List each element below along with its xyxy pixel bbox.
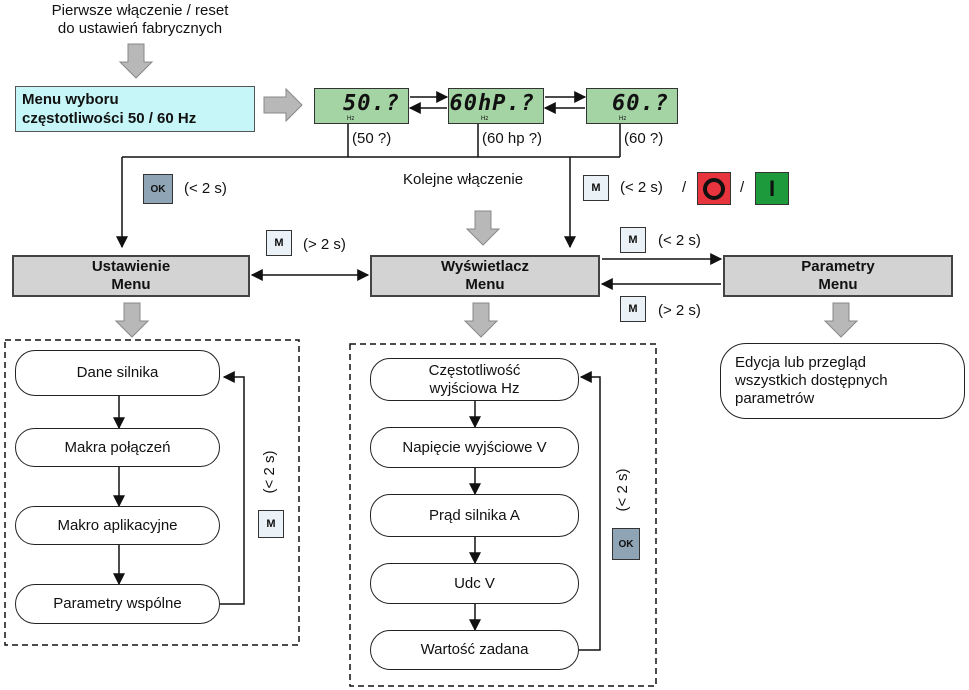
- ok-key-icon: OK: [143, 174, 173, 204]
- m-key-icon: M: [583, 175, 609, 201]
- ok-key-icon-loop: OK: [612, 528, 640, 560]
- note-next-power-on: Kolejne włączenie: [403, 171, 524, 188]
- display-60-hz: Hz: [619, 116, 627, 122]
- display-60hp-hz: Hz: [481, 116, 489, 122]
- loop-note-right: (< 2 s): [614, 468, 631, 512]
- top-note-line1: Pierwsze włączenie / reset: [51, 2, 229, 19]
- setup-item-connection-macros[interactable]: Makra połączeń: [15, 428, 220, 467]
- m-key-icon-loop: M: [258, 510, 284, 538]
- gray-arrow-display: [463, 302, 499, 338]
- stop-key-symbol: O: [703, 177, 725, 200]
- setup-menu-line2: Menu: [111, 276, 151, 293]
- params-note-line3: parametrów: [735, 390, 815, 407]
- display-item-output-freq-line2: wyjściowa Hz: [429, 379, 520, 397]
- gray-arrow-to-displays: [263, 87, 303, 123]
- display-60: 60.? Hz: [586, 88, 678, 124]
- note-m-gt2-a: (> 2 s): [303, 236, 346, 253]
- display-60hp-code: 60hP.?: [449, 91, 535, 116]
- gray-arrow-params: [823, 302, 859, 338]
- slash-1: /: [682, 179, 687, 196]
- gray-arrow-next: [465, 210, 501, 246]
- display-item-output-freq-line1: Częstotliwość: [428, 361, 521, 379]
- params-note-line1: Edycja lub przegląd: [735, 354, 866, 371]
- gray-arrow-top: [118, 43, 154, 79]
- setup-menu[interactable]: Ustawienie Menu: [12, 255, 250, 297]
- gray-arrow-setup: [114, 302, 150, 338]
- loop-note-left: (< 2 s): [261, 450, 278, 494]
- display-menu-line1: Wyświetlacz: [440, 258, 530, 275]
- m-key-icon-params-out: M: [620, 296, 646, 322]
- freq-menu-line2: częstotliwości 50 / 60 Hz: [22, 110, 197, 127]
- display-item-output-voltage[interactable]: Napięcie wyjściowe V: [370, 427, 579, 468]
- freq-select-menu: Menu wyboru częstotliwości 50 / 60 Hz: [15, 86, 255, 132]
- params-note: Edycja lub przegląd wszystkich dostępnyc…: [720, 343, 965, 419]
- m-key-icon-setup: M: [266, 230, 292, 256]
- params-menu-line2: Menu: [818, 276, 858, 293]
- display-menu[interactable]: Wyświetlacz Menu: [370, 255, 600, 297]
- note-m-gt2-b: (> 2 s): [658, 302, 701, 319]
- display-60-code: 60.?: [612, 91, 669, 116]
- note-m-lt2-a: (< 2 s): [620, 179, 663, 196]
- setup-item-application-macro[interactable]: Makro aplikacyjne: [15, 506, 220, 545]
- start-key-icon: I: [755, 172, 789, 205]
- display-item-udc[interactable]: Udc V: [370, 563, 579, 604]
- note-ok-lt2: (< 2 s): [184, 180, 227, 197]
- display-50: 50.? Hz: [314, 88, 409, 124]
- caption-50: (50 ?): [352, 130, 392, 147]
- params-note-line2: wszystkich dostępnych: [735, 372, 888, 389]
- display-frame: [349, 343, 657, 687]
- setup-item-motor-data[interactable]: Dane silnika: [15, 350, 220, 396]
- freq-menu-line1: Menu wyboru: [22, 91, 119, 108]
- display-loop: [579, 371, 601, 651]
- setup-item-common-params[interactable]: Parametry wspólne: [15, 584, 220, 624]
- setup-menu-line1: Ustawienie: [91, 258, 171, 275]
- note-m-lt2-b: (< 2 s): [658, 232, 701, 249]
- params-menu[interactable]: Parametry Menu: [723, 255, 953, 297]
- display-item-output-freq[interactable]: Częstotliwość wyjściowa Hz: [370, 358, 579, 401]
- stop-key-icon: O: [697, 172, 731, 205]
- params-menu-line1: Parametry: [801, 258, 875, 275]
- display-50-hz: Hz: [347, 116, 355, 122]
- display-60hp: 60hP.? Hz: [448, 88, 544, 124]
- slash-2: /: [740, 179, 745, 196]
- display-menu-line2: Menu: [465, 276, 505, 293]
- display-50-code: 50.?: [343, 91, 400, 116]
- top-note-line2: do ustawień fabrycznych: [57, 20, 223, 37]
- caption-60hp: (60 hp ?): [482, 130, 543, 147]
- m-key-icon-params-in: M: [620, 227, 646, 253]
- caption-60: (60 ?): [624, 130, 664, 147]
- setup-frame: [4, 339, 300, 646]
- top-note: Pierwsze włączenie / reset do ustawień f…: [30, 2, 250, 38]
- start-key-symbol: I: [768, 175, 776, 201]
- display-item-motor-current[interactable]: Prąd silnika A: [370, 494, 579, 537]
- display-item-setpoint[interactable]: Wartość zadana: [370, 630, 579, 670]
- setup-loop: [220, 371, 245, 605]
